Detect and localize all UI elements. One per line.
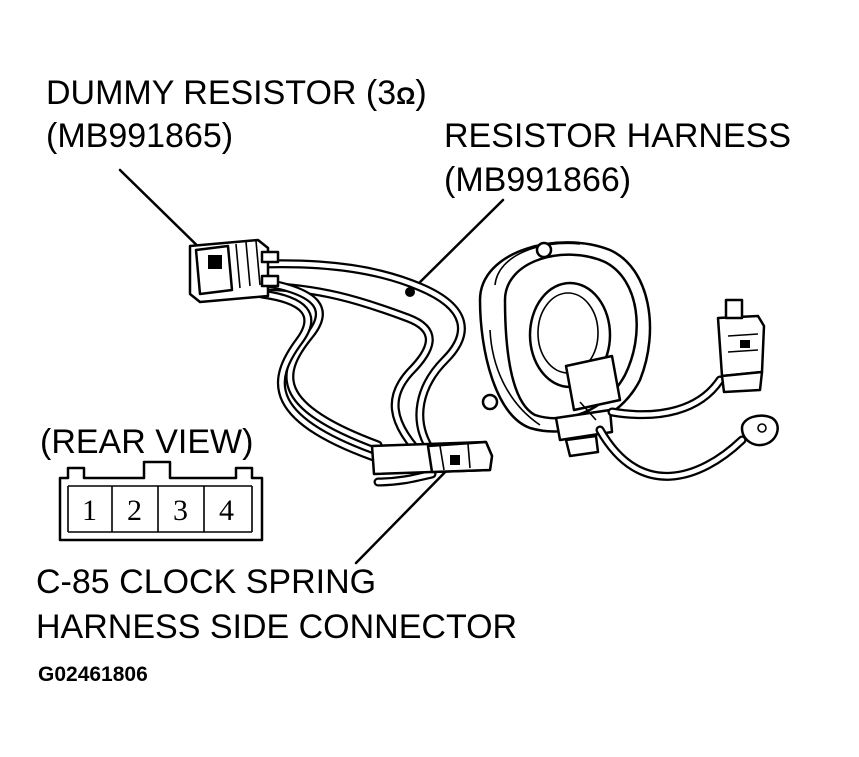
rear-view-connector: 1 2 3 4	[58, 460, 264, 542]
dummy-resistor	[188, 238, 280, 304]
connector-label-line1: C-85 CLOCK SPRING	[36, 563, 376, 601]
resistor-harness-part-number: (MB991866)	[444, 161, 631, 199]
connector-label-line2: HARNESS SIDE CONNECTOR	[36, 608, 517, 646]
pin-3-label: 3	[173, 494, 188, 527]
resistor-harness-wires	[257, 259, 466, 487]
figure-code: G02461806	[38, 663, 148, 686]
clock-spring-wires	[595, 375, 747, 481]
pin-2-label: 2	[127, 494, 142, 527]
clock-spring-assembly	[478, 241, 652, 458]
pin-1-label: 1	[82, 494, 97, 527]
clock-spring-connector-right	[716, 298, 766, 394]
dummy-resistor-part-number: (MB991865)	[46, 117, 233, 155]
connector-leader	[354, 460, 457, 565]
resistor-harness-label: RESISTOR HARNESS	[444, 117, 791, 155]
harness-connector-plug	[370, 440, 494, 476]
pin-4-label: 4	[219, 494, 234, 527]
rear-view-label: (REAR VIEW)	[40, 423, 253, 461]
ohm-symbol: Ω	[396, 83, 415, 110]
resistor-harness-leader	[408, 198, 505, 294]
harness-leader-dot	[405, 287, 415, 297]
dummy-resistor-label: DUMMY RESISTOR (3Ω)	[46, 74, 427, 112]
clock-spring-ground-terminal	[740, 414, 779, 447]
